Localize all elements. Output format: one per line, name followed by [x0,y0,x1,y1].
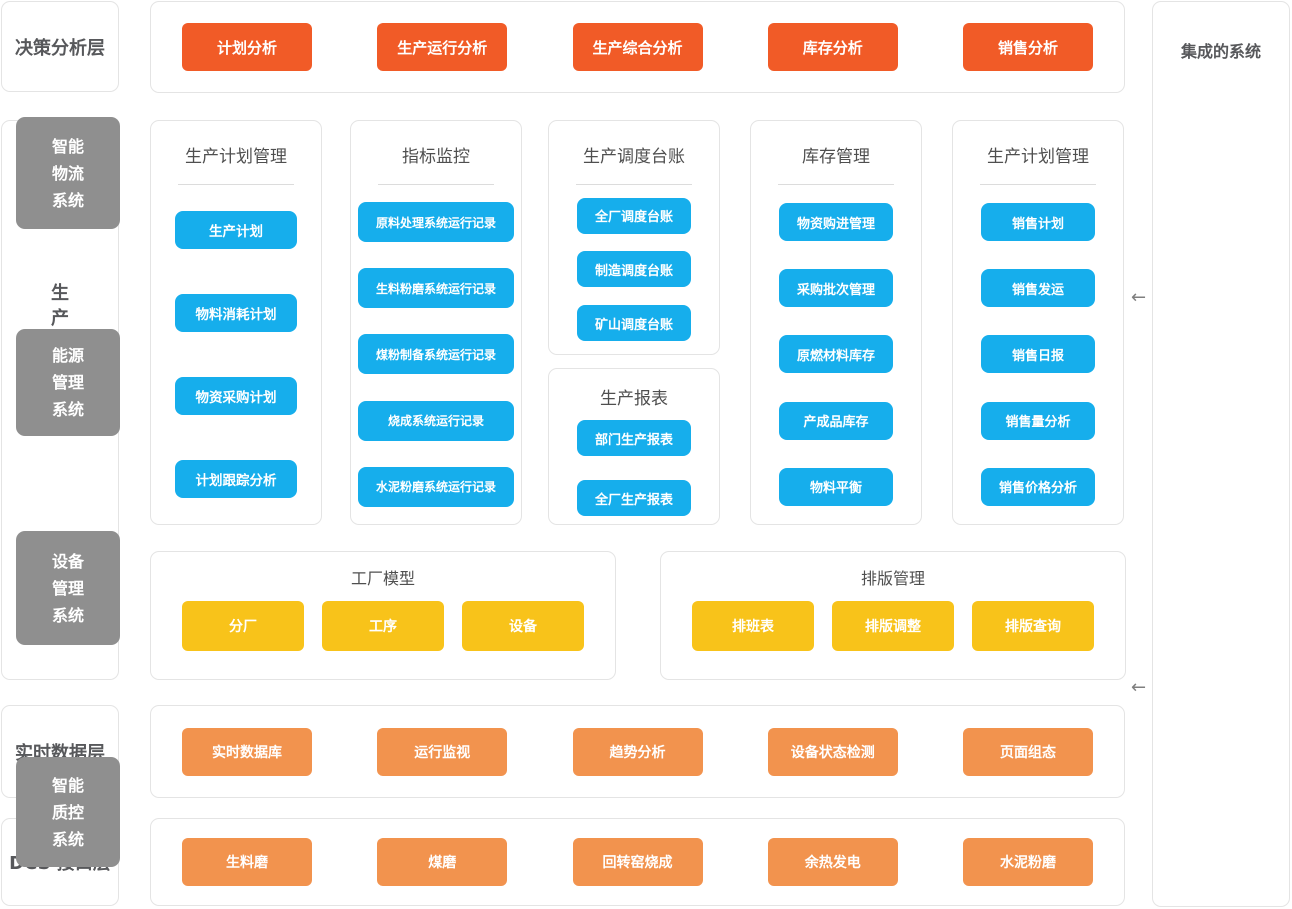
panel-production-plan-management: 生产计划管理 生产计划 物料消耗计划 物资采购计划 计划跟踪分析 [150,120,322,525]
decision-row-button[interactable]: 生产运行分析 [377,23,508,71]
panel-title: 工厂模型 [350,569,415,588]
system-box-equipment-management[interactable]: 设备 管理 系统 [16,531,120,645]
panel-item-button[interactable]: 销售计划 [981,203,1095,242]
panel-item-button[interactable]: 原料处理系统运行记录 [358,202,514,243]
panel-item-button[interactable]: 销售量分析 [981,401,1095,440]
panel-title: 生产计划管理 [987,147,1089,167]
panel-title: 排版管理 [860,569,925,588]
panel-item-button[interactable]: 销售日报 [981,335,1095,374]
system-box-energy-management[interactable]: 能源 管理 系统 [16,329,120,436]
layer-label-decision-analysis: 决策分析层 [1,1,119,92]
panel-item-button[interactable]: 制造调度台账 [577,251,691,288]
dcs-row-button[interactable]: 回转窑烧成 [572,838,703,886]
panel-item-button[interactable]: 物料平衡 [779,467,893,506]
divider [576,184,692,185]
panel-items: 生产计划 物料消耗计划 物资采购计划 计划跟踪分析 [151,185,321,524]
panel-factory-model: 工厂模型 分厂 工序 设备 [150,551,616,680]
left-arrow-icon: ← [1131,287,1147,308]
realtime-row-button[interactable]: 页面组态 [963,727,1093,776]
decision-analysis-row: 计划分析 生产运行分析 生产综合分析 库存分析 销售分析 [150,1,1125,93]
divider [178,184,294,185]
system-box-smart-quality-control[interactable]: 智能 质控 系统 [16,757,120,867]
divider [980,184,1096,185]
panel-item-button[interactable]: 全厂调度台账 [577,197,691,234]
panel-inventory-management: 库存管理 物资购进管理 采购批次管理 原燃材料库存 产成品库存 物料平衡 [750,120,922,525]
divider [378,184,494,185]
panel-production-reports: 生产报表 部门生产报表 全厂生产报表 [548,368,720,525]
panel-title: 生产报表 [600,389,668,409]
model-item-button[interactable]: 工序 [322,601,444,651]
panel-title: 生产计划管理 [185,147,287,167]
panel-item-button[interactable]: 物资采购计划 [175,376,297,415]
dcs-row-button[interactable]: 余热发电 [767,838,898,886]
system-box-smart-logistics[interactable]: 智能 物流 系统 [16,117,120,229]
panel-items: 销售计划 销售发运 销售日报 销售量分析 销售价格分析 [953,185,1123,524]
model-item-button[interactable]: 排版调整 [832,601,954,651]
panel-item-button[interactable]: 产成品库存 [779,401,893,440]
panel-item-button[interactable]: 物料消耗计划 [175,294,297,333]
panel-title: 指标监控 [402,147,470,167]
panel-item-button[interactable]: 部门生产报表 [577,420,691,456]
dcs-interface-row: 生料磨 煤磨 回转窑烧成 余热发电 水泥粉磨 [150,818,1125,906]
panel-items: 物资购进管理 采购批次管理 原燃材料库存 产成品库存 物料平衡 [751,185,921,524]
integrated-systems-title: 集成的系统 [1180,42,1261,61]
layer-label-text: 决策分析层 [15,37,105,59]
integrated-systems-panel: 集成的系统 [1152,1,1290,907]
decision-row-button[interactable]: 库存分析 [767,23,898,71]
panel-dispatch-ledger: 生产调度台账 全厂调度台账 制造调度台账 矿山调度台账 [548,120,720,355]
panel-item-button[interactable]: 生料粉磨系统运行记录 [358,268,514,309]
panel-item-button[interactable]: 原燃材料库存 [779,335,893,374]
panel-scheduling-management: 排版管理 排班表 排版调整 排版查询 [660,551,1126,680]
panel-items: 全厂调度台账 制造调度台账 矿山调度台账 [549,185,719,354]
panel-item-button[interactable]: 物资购进管理 [779,203,893,242]
decision-row-button[interactable]: 生产综合分析 [572,23,703,71]
panel-items: 部门生产报表 全厂生产报表 [549,411,719,524]
decision-row-button[interactable]: 销售分析 [963,23,1093,71]
model-item-button[interactable]: 分厂 [182,601,304,651]
dcs-row-button[interactable]: 水泥粉磨 [963,838,1093,886]
realtime-row-button[interactable]: 运行监视 [377,727,508,776]
panel-item-button[interactable]: 矿山调度台账 [577,305,691,342]
model-item-button[interactable]: 排版查询 [972,601,1094,651]
panel-items: 分厂 工序 设备 [151,601,615,651]
realtime-row-button[interactable]: 设备状态检测 [767,727,898,776]
panel-item-button[interactable]: 销售价格分析 [981,467,1095,506]
panel-item-button[interactable]: 全厂生产报表 [577,480,691,516]
model-item-button[interactable]: 设备 [462,601,584,651]
divider [778,184,894,185]
realtime-row-button[interactable]: 实时数据库 [182,727,312,776]
panel-items: 排班表 排版调整 排版查询 [661,601,1125,651]
decision-row-button[interactable]: 计划分析 [182,23,312,71]
panel-title: 生产调度台账 [583,147,685,167]
panel-indicator-monitoring: 指标监控 原料处理系统运行记录 生料粉磨系统运行记录 煤粉制备系统运行记录 烧成… [350,120,522,525]
panel-item-button[interactable]: 采购批次管理 [779,269,893,308]
panel-item-button[interactable]: 计划跟踪分析 [175,459,297,498]
panel-item-button[interactable]: 烧成系统运行记录 [358,400,514,441]
panel-item-button[interactable]: 煤粉制备系统运行记录 [358,334,514,375]
panel-item-button[interactable]: 生产计划 [175,211,297,250]
panel-title: 库存管理 [802,147,870,167]
panel-items: 原料处理系统运行记录 生料粉磨系统运行记录 煤粉制备系统运行记录 烧成系统运行记… [351,185,521,524]
left-arrow-icon: ← [1131,677,1147,698]
dcs-row-button[interactable]: 煤磨 [377,838,508,886]
dcs-row-button[interactable]: 生料磨 [182,838,312,886]
panel-item-button[interactable]: 销售发运 [981,269,1095,308]
panel-sales-management: 生产计划管理 销售计划 销售发运 销售日报 销售量分析 销售价格分析 [952,120,1124,525]
model-item-button[interactable]: 排班表 [692,601,814,651]
realtime-data-row: 实时数据库 运行监视 趋势分析 设备状态检测 页面组态 [150,705,1125,798]
realtime-row-button[interactable]: 趋势分析 [572,727,703,776]
panel-item-button[interactable]: 水泥粉磨系统运行记录 [358,466,514,507]
